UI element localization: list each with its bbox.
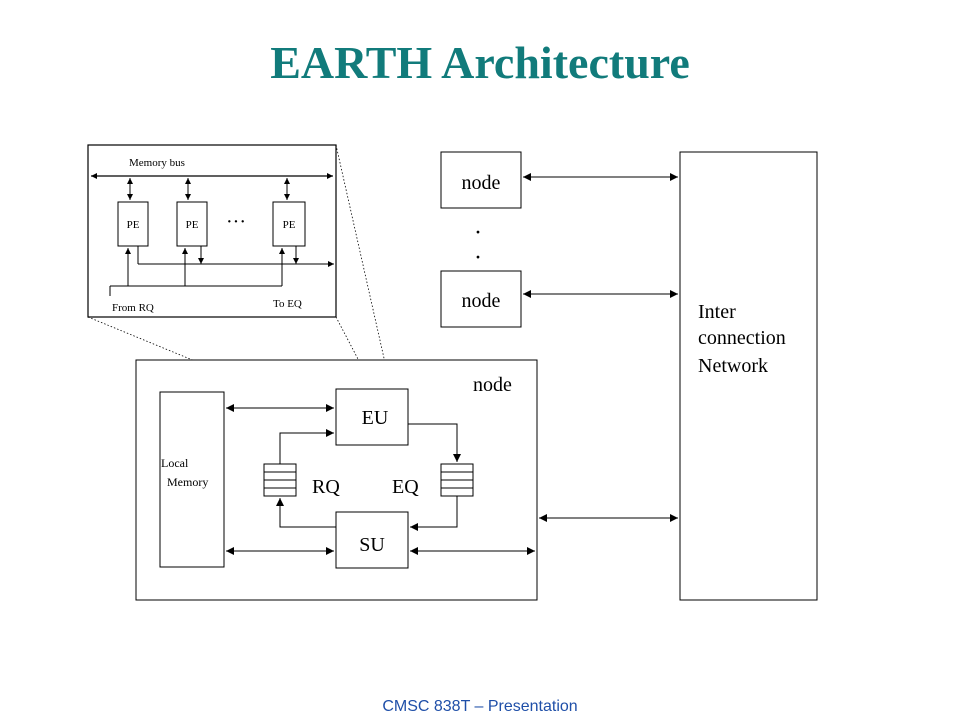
node-box-middle: [440, 270, 522, 328]
detail-node-label: node: [473, 374, 512, 396]
network-line-1: Inter: [698, 301, 736, 323]
local-memory-label-2: Memory: [167, 475, 208, 489]
from-rq-label: From RQ: [112, 302, 154, 314]
zoom-line-2: [335, 144, 405, 448]
pe-box-3: [272, 201, 306, 247]
slide-title: EARTH Architecture: [270, 37, 690, 88]
rq-to-eu-arrow: [279, 429, 334, 464]
to-eq-label: To EQ: [273, 298, 302, 310]
pe-label-1: PE: [127, 219, 140, 231]
su-box: [335, 511, 409, 569]
eu-to-eq-arrow: [408, 423, 461, 462]
eq-label: EQ: [392, 476, 419, 498]
local-memory-label-1: Local: [161, 456, 189, 470]
local-memory-box: [159, 391, 225, 568]
pe-label-2: PE: [186, 219, 199, 231]
slide-footer: CMSC 838T – Presentation: [382, 698, 578, 715]
node-ellipsis-dot-2: ·: [474, 245, 482, 271]
pe-box-2: [176, 201, 208, 247]
memory-bus-label: Memory bus: [129, 157, 185, 169]
eq-to-su-arrow: [410, 496, 458, 531]
node-ellipsis-dot-1: ·: [474, 220, 482, 246]
pe-ellipsis: ···: [226, 211, 246, 233]
network-box: [679, 151, 818, 601]
node-box-top: [440, 151, 522, 209]
node-label-top: node: [462, 172, 501, 194]
eu-box: [335, 388, 409, 446]
network-line-2: connection: [698, 327, 786, 349]
network-line-3: Network: [698, 355, 768, 377]
rq-label: RQ: [312, 476, 340, 498]
pe-box-1: [117, 201, 149, 247]
node-label-middle: node: [462, 290, 501, 312]
su-label: SU: [359, 534, 385, 556]
eu-label: EU: [362, 407, 389, 429]
su-to-rq-arrow: [276, 498, 336, 528]
pe-label-3: PE: [283, 219, 296, 231]
